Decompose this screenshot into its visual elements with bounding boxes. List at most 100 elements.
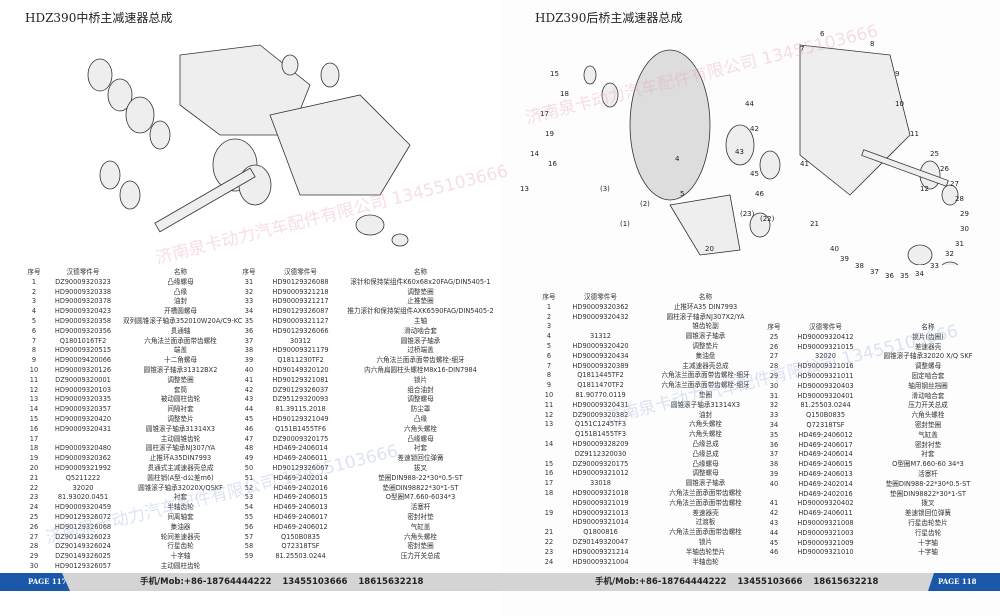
seq-number: 29 <box>769 371 779 380</box>
page-number-left: PAGE 117 <box>0 573 70 591</box>
seq-number: 59 <box>244 552 254 561</box>
part-name: 调整垫片 <box>167 414 194 423</box>
part-number: HD90009321019 <box>572 498 629 507</box>
part-name: 内六角扁圆柱头螺栓M8x16-DIN7984 <box>364 365 477 374</box>
part-number: HD90009320515 <box>54 346 112 355</box>
seq-number: 48 <box>244 444 254 453</box>
part-number: HD90009320420 <box>572 341 629 350</box>
seq-number: 16 <box>29 424 39 433</box>
part-name: 衬套 <box>413 444 428 453</box>
callout-number: 10 <box>895 100 904 108</box>
seq-number: 8 <box>31 346 37 355</box>
part-number: HD90009320401 <box>797 391 854 400</box>
part-number: HD90009320362 <box>54 454 112 463</box>
seq-number: 56 <box>244 522 254 531</box>
seq-number: 25 <box>29 512 39 521</box>
part-name: 集油盘 <box>695 351 716 360</box>
part-name: 凸缘螺母 <box>407 434 434 443</box>
callout-number: 26 <box>940 165 949 173</box>
callout-number: (22) <box>760 215 775 223</box>
seq-number: 31 <box>769 391 779 400</box>
part-number: HD90009320126 <box>54 365 112 374</box>
part-name: 轴用钢丝挡圈 <box>908 381 948 390</box>
part-number: HD469-2406011 <box>798 509 853 518</box>
part-name: 十字轴 <box>170 552 191 561</box>
part-name: 锁片 <box>698 537 713 546</box>
header-part-name: 名称 <box>921 323 935 331</box>
part-number: HD90009321011 <box>797 371 854 380</box>
seq-number: 8 <box>546 371 552 380</box>
part-name: 密封垫圈 <box>407 542 434 551</box>
seq-number: 19 <box>29 454 39 463</box>
part-number: DZ90009320175 <box>572 459 629 468</box>
seq-number: 45 <box>769 538 779 547</box>
seq-number: 27 <box>29 532 39 541</box>
part-name: 端盖 <box>173 346 188 355</box>
seq-number: 2 <box>546 312 552 321</box>
part-number: Q151B1455TF6 <box>274 424 327 433</box>
callout-number: 5 <box>680 190 685 198</box>
part-name: 六角法兰面承面带齿螺栓 <box>144 336 217 345</box>
part-number: DZ90149326023 <box>55 532 111 541</box>
part-name: 调整螺母 <box>407 395 434 404</box>
part-name: 半轴齿轮 <box>692 557 719 566</box>
part-number: HD90009321004 <box>572 557 629 566</box>
part-number: HD90009321012 <box>572 469 629 478</box>
part-number: HD90009320432 <box>572 312 629 321</box>
part-number: HD469-2402016 <box>798 489 853 498</box>
part-number: HD90009320434 <box>572 351 629 360</box>
part-number: HD90009320335 <box>54 395 112 404</box>
seq-number: 40 <box>769 479 779 488</box>
part-name: 滚针和保持架组件K60x68x20FAG/DIN5405-1 <box>350 277 491 286</box>
seq-number: 40 <box>244 365 254 374</box>
callout-number: 32 <box>945 250 954 258</box>
part-number: HD90009320459 <box>54 503 112 512</box>
part-name: 衬套 <box>921 450 935 459</box>
callout-number: 18 <box>560 90 569 98</box>
part-name: 气缸盖 <box>918 430 938 439</box>
seq-number: 10 <box>29 365 39 374</box>
seq-number: 21 <box>544 528 554 537</box>
part-number: HD90009320420 <box>54 414 112 423</box>
part-name: 油封 <box>698 410 713 419</box>
part-name: 密封垫圈 <box>914 420 942 429</box>
seq-number: 38 <box>769 460 779 469</box>
part-name: 被动圆柱齿轮 <box>160 395 201 404</box>
seq-number: 30 <box>769 381 779 390</box>
callout-number: 7 <box>800 45 805 53</box>
seq-number <box>540 499 558 509</box>
callout-number: 42 <box>750 125 759 133</box>
seq-number: 7 <box>546 361 552 370</box>
part-number: HD90009321014 <box>572 518 629 527</box>
part-number: HD90009321003 <box>797 528 854 537</box>
part-number: HD90009320480 <box>54 444 112 453</box>
part-number: HD469-2402014 <box>273 473 328 482</box>
seq-number: 45 <box>244 414 254 423</box>
part-name: 六角法兰面承面带齿螺栓-细牙 <box>661 381 750 390</box>
part-number: HD469-2406017 <box>798 440 853 449</box>
